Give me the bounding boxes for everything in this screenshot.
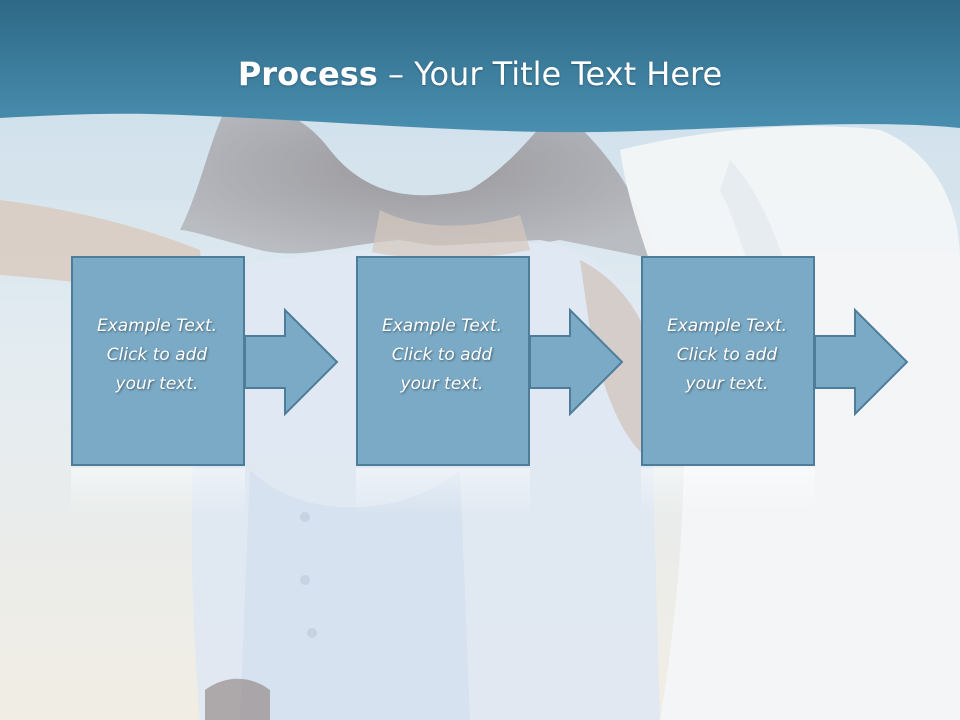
process-step-2[interactable]: Example Text. Click to add your text. — [356, 256, 624, 516]
step-3-line-1: Example Text. — [666, 316, 788, 336]
title-bold: Process — [237, 55, 378, 93]
step-2-line-1: Example Text. — [381, 316, 503, 336]
step-1-line-1: Example Text. — [96, 316, 218, 336]
step-2-line-2: Click to add — [391, 345, 493, 365]
step-2-box-arrow-shape — [356, 256, 624, 516]
step-3-line-3: your text. — [685, 374, 769, 394]
step-3-box-arrow-shape — [641, 256, 909, 516]
slide-title[interactable]: Process – Your Title Text Here — [0, 52, 960, 96]
step-3-line-2: Click to add — [676, 345, 778, 365]
step-3-text[interactable]: Example Text. Click to add your text. — [641, 312, 813, 399]
step-1-line-3: your text. — [115, 374, 199, 394]
step-2-text[interactable]: Example Text. Click to add your text. — [356, 312, 528, 399]
process-step-3[interactable]: Example Text. Click to add your text. — [641, 256, 909, 516]
step-1-line-2: Click to add — [106, 345, 208, 365]
title-rest: – Your Title Text Here — [377, 55, 723, 93]
process-step-1[interactable]: Example Text. Click to add your text. — [71, 256, 339, 516]
step-1-text[interactable]: Example Text. Click to add your text. — [71, 312, 243, 399]
step-2-line-3: your text. — [400, 374, 484, 394]
step-1-box-arrow-shape — [71, 256, 339, 516]
